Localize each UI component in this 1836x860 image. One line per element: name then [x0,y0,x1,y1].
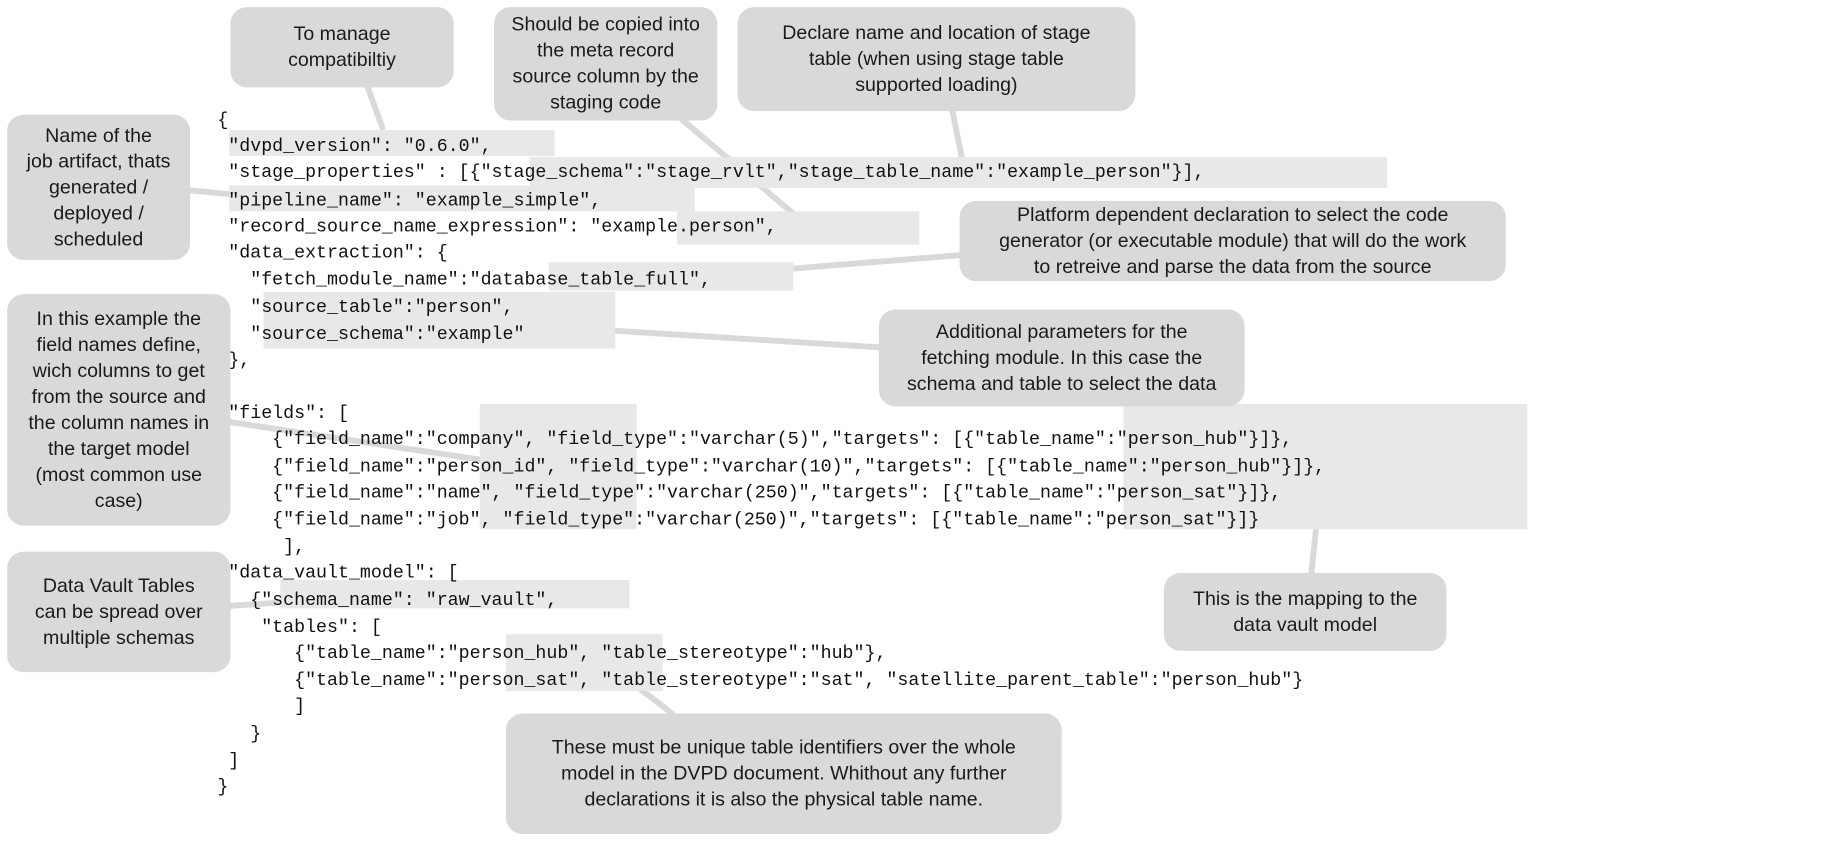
note-line: the target model [47,438,190,460]
highlight-field-names [479,404,637,530]
note-line: wich columns to get [32,360,205,382]
note-line: schema and table to select the data [907,373,1217,395]
note-line: compatibiltiy [288,49,396,71]
note-line: data vault model [1233,614,1378,636]
note-line: job artifact, thats [26,150,171,172]
note-line: from the source and [31,386,206,408]
code-line: {"table_name":"person_sat", "table_stere… [217,669,1304,692]
note-line: declarations it is also the physical tab… [584,789,984,811]
code-line: {"field_name":"company", "field_type":"v… [217,428,1293,451]
code-line: "fields": [ [217,402,349,425]
note-stage-table: Declare name and location of stage table … [737,7,1136,112]
note-line: case) [94,490,143,512]
note-mapping: This is the mapping to the data vault mod… [1163,572,1447,651]
note-unique-ids: These must be unique table identifiers o… [505,713,1062,834]
connector-unique-ids [638,686,676,717]
code-line: {"field_name":"name", "field_type":"varc… [217,481,1282,504]
note-fetch-params: Additional parameters for the fetching mo… [878,309,1245,407]
code-line: "stage_properties" : [{"stage_schema":"s… [217,161,1205,184]
highlight-record-source [676,211,920,245]
code-line: {"schema_name": "raw_vault", [217,589,558,611]
note-line: generator (or executable module) that wi… [999,230,1467,252]
connector-platform [780,252,963,273]
connector-fetch-params [612,327,882,351]
note-line: Should be copied into [511,14,700,36]
note-line: Additional parameters for the [935,321,1188,343]
code-line: {"table_name":"person_hub", "table_stere… [217,642,887,664]
note-line: This is the mapping to the [1192,588,1418,610]
code-line: "dvpd_version": "0.6.0", [217,135,492,158]
note-job-artifact: Name of the job artifact, thats generated … [7,114,191,260]
highlight-table-names [505,634,663,692]
code-line: }, [217,349,251,371]
code-line: {"field_name":"job", "field_type":"varch… [217,509,1260,531]
code-line: ], [217,536,306,558]
highlight-fetch-module [548,262,794,291]
highlight-dvpd-version [229,129,555,156]
note-line: multiple schemas [43,627,195,649]
code-line: "fetch_module_name":"database_table_full… [217,269,711,291]
note-line: generated / [48,176,149,198]
note-line: scheduled [53,228,144,250]
code-line: "source_table":"person", [217,296,514,318]
connector-compatibility [365,85,386,131]
code-line: ] [217,695,306,718]
code-line: "data_vault_model": [ [217,562,459,584]
code-line: "data_extraction": { [217,242,448,264]
note-line: source column by the [512,66,699,88]
highlight-stage-properties [529,157,1388,188]
code-line: "pipeline_name": "example_simple", [217,190,602,212]
note-line: In this example the [36,308,202,330]
connector-mapping [1308,527,1319,579]
note-line: to retreive and parse the data from the … [1033,256,1432,278]
note-line: To manage [293,23,391,45]
note-compatibility: To manage compatibiltiy [230,7,454,88]
note-line: (most common use [35,464,203,486]
code-line: { [217,109,229,132]
note-line: Declare name and location of stage [782,22,1091,44]
note-line: field names define, [36,334,202,356]
note-platform: Platform dependent declaration to select… [959,200,1506,282]
note-line: model in the DVPD document. Whithout any… [561,763,1007,785]
highlight-source-params [263,291,616,349]
note-schemas: Data Vault Tables can be spread over multi… [7,551,231,673]
code-line: ] [217,750,240,772]
note-record-source: Should be copied into the meta record sour… [494,7,718,121]
note-field-names: In this example the field names define, wi… [7,294,231,526]
code-line: } [217,722,262,745]
code-line: "tables": [ [217,616,382,638]
note-line: staging code [550,92,662,114]
highlight-field-targets [1123,404,1528,530]
note-line: fetching module. In this case the [921,347,1203,369]
code-line: "source_schema":"example" [217,323,525,345]
note-line: Name of the [45,124,152,146]
note-line: the column names in [28,412,210,434]
note-line: can be spread over [34,601,203,623]
note-line: the meta record [537,40,675,62]
connector-field-names [225,418,490,464]
connector-stage-table [949,108,965,162]
note-line: These must be unique table identifiers o… [551,737,1016,759]
highlight-pipeline-name [229,185,695,212]
code-line: {"field_name":"person_id", "field_type":… [217,455,1326,478]
code-line: } [217,776,229,798]
note-line: table (when using stage table [808,48,1064,70]
code-line: "record_source_name_expression": "exampl… [217,216,777,238]
highlight-schema-name [280,580,630,609]
note-line: Data Vault Tables [42,575,195,597]
note-line: supported loading) [855,74,1018,96]
note-line: Platform dependent declaration to select… [1017,204,1449,226]
note-line: deployed / [53,202,144,224]
